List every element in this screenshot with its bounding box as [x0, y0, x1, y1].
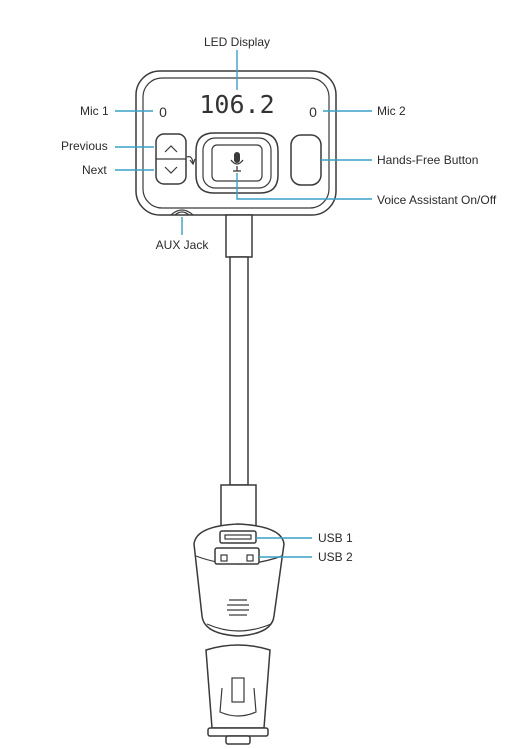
mic1-indicator: 0	[159, 104, 167, 120]
label-hands-free: Hands-Free Button	[377, 153, 478, 167]
base-lower-rim	[206, 623, 272, 632]
next-button[interactable]	[164, 166, 178, 174]
led-display-readout: 106.2	[199, 90, 274, 119]
usb1-port	[219, 530, 257, 544]
cigarette-plug	[205, 644, 271, 745]
label-led-display: LED Display	[204, 35, 270, 49]
plug-body	[205, 644, 271, 729]
plug-center-tip	[225, 735, 251, 745]
usb2-outer	[214, 547, 260, 565]
label-usb1: USB 1	[318, 531, 353, 545]
voice-assistant-leader	[236, 173, 372, 200]
plug-tip-rim	[207, 727, 269, 737]
vent-grille	[227, 599, 249, 616]
usb1-outer	[219, 530, 257, 544]
label-mic1: Mic 1	[80, 104, 109, 118]
callout-lines	[115, 50, 372, 558]
neck-collar-bottom	[220, 484, 257, 528]
label-previous: Previous	[61, 139, 108, 153]
label-next: Next	[82, 163, 107, 177]
plug-contact-window	[219, 687, 257, 717]
usb2-port	[214, 547, 260, 565]
aux-jack	[170, 209, 194, 216]
mic2-indicator: 0	[309, 104, 317, 120]
usb2-pin-left	[220, 554, 228, 562]
previous-button[interactable]	[164, 145, 178, 153]
gooseneck	[220, 214, 257, 528]
microphone-capsule	[234, 152, 240, 163]
microphone-icon	[230, 152, 244, 172]
prev-next-rocker	[155, 133, 196, 185]
aux-jack-outer	[170, 209, 194, 216]
gooseneck-tube	[229, 256, 249, 486]
label-usb2: USB 2	[318, 550, 353, 564]
neck-collar-top	[225, 214, 253, 258]
microphone-cradle	[230, 159, 244, 165]
rocker-arrow-icon	[186, 156, 194, 164]
rocker-arrowhead-icon	[189, 158, 196, 166]
label-mic2: Mic 2	[377, 104, 406, 118]
label-voice-assistant: Voice Assistant On/Off	[377, 193, 497, 207]
label-aux-jack: AUX Jack	[156, 238, 210, 252]
aux-jack-inner	[174, 211, 190, 216]
hands-free-button[interactable]	[290, 134, 322, 186]
plug-contact-slot	[231, 677, 245, 703]
usb2-pin-right	[246, 554, 254, 562]
head-inner-bezel	[142, 77, 330, 209]
usb1-tongue	[224, 534, 252, 540]
